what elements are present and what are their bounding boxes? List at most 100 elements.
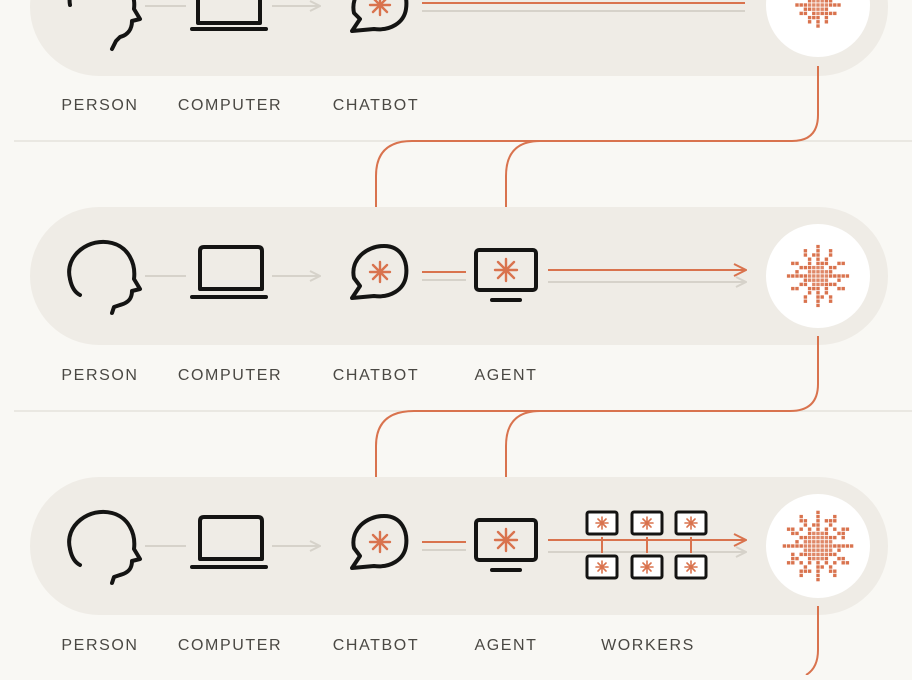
burst-pixel [816,569,820,573]
burst-pixel [837,278,841,282]
burst-pixel [812,7,816,11]
burst-pixel [824,531,829,536]
burst-pixel [812,556,816,561]
burst-pixel [816,295,820,299]
burst-pixel [812,282,816,287]
burst-pixel [803,569,808,573]
burst-pixel [833,519,837,523]
burst-pixel [812,278,816,282]
row-2-band [30,207,888,345]
burst-pixel [803,249,808,253]
chatbot-spark-icon [368,260,392,284]
burst-pixel [812,0,816,3]
burst-pixel [824,7,829,11]
burst-pixel [820,552,824,557]
person-head-icon [67,239,142,315]
connector-2-chatbot [376,336,819,510]
burst-pixel [820,540,824,544]
burst-pixel [816,299,820,303]
burst-pixel [786,561,791,565]
burst-pixel [807,286,812,291]
burst-pixel [807,261,812,266]
burst-pixel [803,278,808,282]
burst-pixel [816,24,820,28]
burst-pixel [795,270,799,274]
burst-pixel [820,278,824,282]
laptop-icon [190,515,268,569]
burst-pixel [807,274,812,278]
burst-pixel [824,527,829,531]
agent-spark-icon [493,527,519,553]
burst-pixel [833,274,837,278]
burst-pixel [807,3,812,7]
worker-box-icon [585,554,619,580]
burst-pixel [820,270,824,274]
burst-pixel [799,569,803,573]
burst-pixel [816,540,820,544]
burst-pixel [803,299,808,303]
burst-pixel [837,261,841,266]
burst-pixel [828,535,833,540]
burst-pixel [841,274,845,278]
burst-pixel [828,548,833,552]
burst-pixel [816,253,820,257]
burst-pixel [820,548,824,552]
row-3 [30,477,888,676]
burst-pixel [812,3,816,7]
burst-pixel [812,15,816,20]
burst-pixel [841,556,845,561]
burst-pixel [824,0,829,3]
burst-pixel [837,531,841,536]
workers-grid-icon [585,510,708,580]
burst-pixel [816,527,820,531]
burst-pixel [816,7,820,11]
burst-pixel [816,274,820,278]
burst-pixel [816,282,820,287]
burst-pixel [807,548,812,552]
burst-pixel [816,291,820,295]
burst-pixel [824,552,829,557]
burst-pixel [816,265,820,270]
burst-pixel [812,552,816,557]
burst-pixel [795,286,799,291]
burst-pixel [812,540,816,544]
burst-pixel [803,265,808,270]
laptop-icon [190,0,268,31]
burst-pixel [803,3,808,7]
row-1-label-chatbot: CHATBOT [332,97,420,114]
worker-box-icon [674,510,708,536]
burst-pixel [799,274,803,278]
burst-pixel [820,3,824,7]
burst-pixel [791,274,795,278]
burst-pixel [816,565,820,569]
agent-spark-icon [493,257,519,283]
burst-pixel [782,544,787,548]
burst-pixel [795,3,799,7]
burst-pixel [791,286,795,291]
burst-pixel [833,544,837,548]
burst-pixel [824,540,829,544]
burst-pixel [795,540,799,544]
burst-pixel [816,556,820,561]
burst-pixel [828,544,833,548]
burst-pixel [824,561,829,565]
burst-pixel [807,556,812,561]
burst-pixel [799,519,803,523]
row-3-label-computer: COMPUTER [177,637,283,654]
burst-pixel [816,257,820,261]
burst-pixel [845,274,850,278]
burst-pixel [791,544,795,548]
chatbot-bubble-icon [350,244,409,300]
burst-pixel [816,20,820,24]
burst-pixel [820,565,824,569]
burst-pixel [812,544,816,548]
burst-pixel [820,11,824,16]
burst-pixel [816,0,820,3]
burst-pixel [820,274,824,278]
burst-pixel [824,544,829,548]
burst-pixel [824,535,829,540]
burst-pixel [820,265,824,270]
burst-pixel [799,527,803,531]
burst-pixel [845,561,850,565]
